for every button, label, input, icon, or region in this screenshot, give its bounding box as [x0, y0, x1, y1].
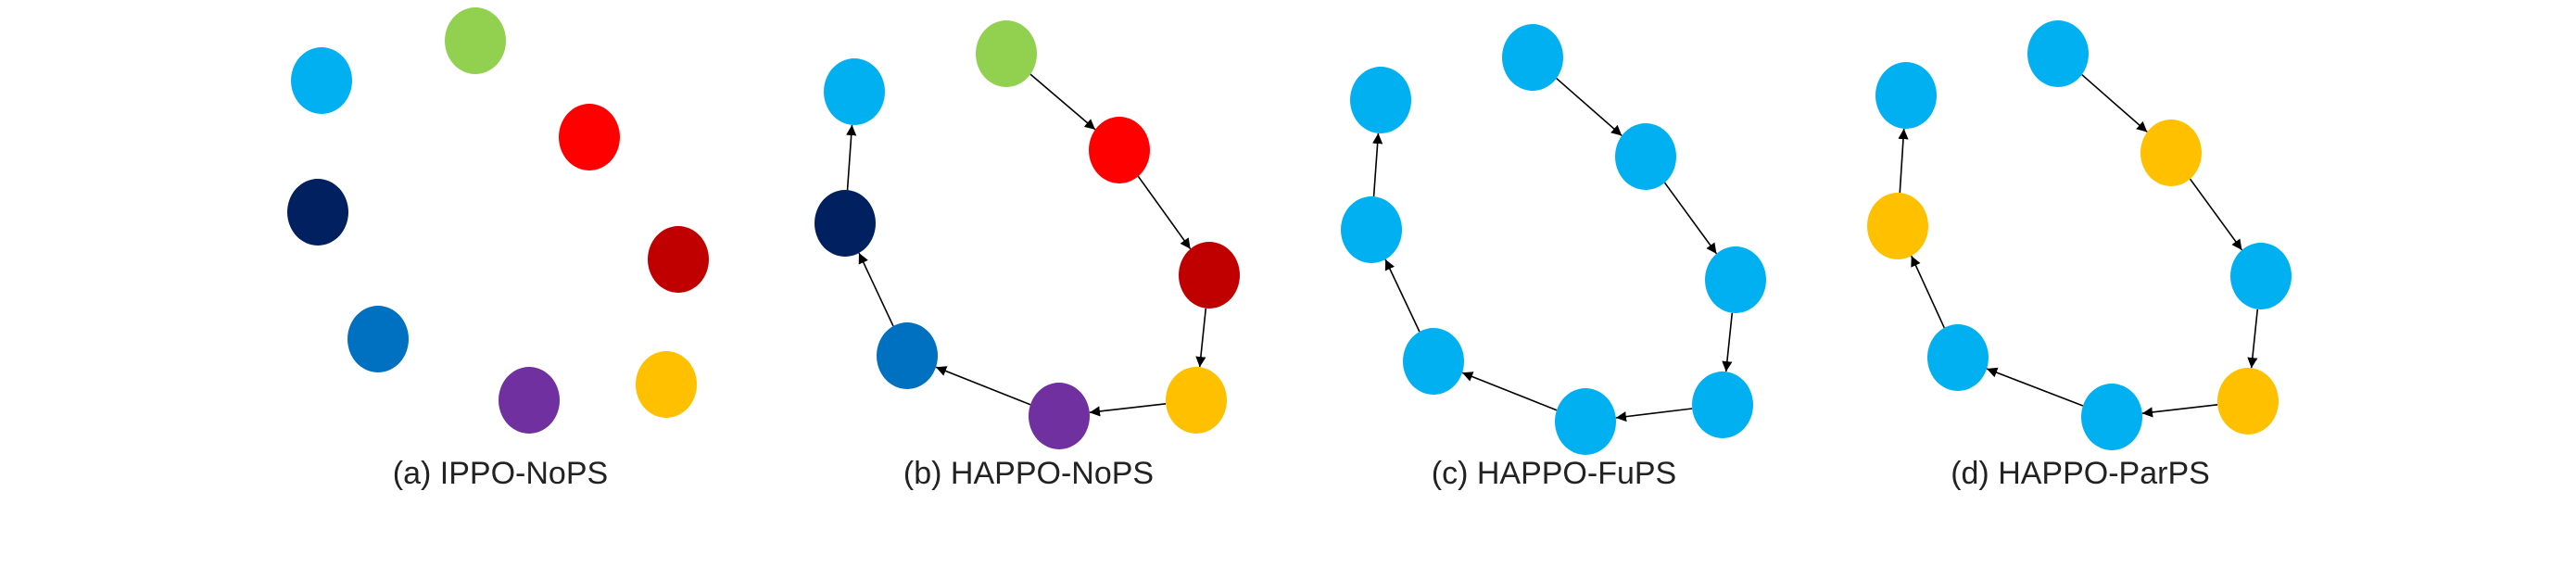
- edge-arrow: [1663, 182, 1718, 255]
- agent-node: [2027, 20, 2089, 87]
- panel-a: [287, 7, 709, 434]
- agent-node: [445, 7, 506, 74]
- edge-arrow: [1384, 258, 1421, 333]
- agent-node: [2217, 368, 2279, 435]
- edge-arrow: [2189, 178, 2243, 251]
- edge-arrow: [2247, 309, 2259, 369]
- agent-node: [1341, 196, 1402, 263]
- agent-node: [1029, 383, 1090, 449]
- edge-arrow: [1986, 367, 2084, 407]
- edge-arrow: [1898, 128, 1909, 194]
- agent-node: [1350, 67, 1411, 133]
- panel-c: [1341, 24, 1766, 455]
- edge-arrow: [2141, 404, 2218, 418]
- caption-panel-d: (d) HAPPO-ParPS: [1951, 456, 2210, 491]
- agent-node: [559, 104, 620, 170]
- edge-arrow: [1722, 312, 1734, 372]
- agent-node: [824, 58, 885, 125]
- agent-node: [347, 306, 409, 372]
- agent-node: [499, 367, 560, 434]
- edge-arrow: [858, 252, 894, 327]
- agent-node: [1502, 24, 1563, 91]
- caption-panel-c: (c) HAPPO-FuPS: [1432, 456, 1676, 491]
- agent-node: [1692, 372, 1753, 438]
- agent-node: [1166, 367, 1227, 434]
- edge-arrow: [1029, 73, 1096, 131]
- agent-node: [1867, 193, 1928, 259]
- agent-node: [2081, 384, 2142, 450]
- edge-arrow: [846, 124, 857, 191]
- agent-node: [1403, 328, 1464, 395]
- caption-panel-b: (b) HAPPO-NoPS: [903, 456, 1154, 491]
- edge-arrow: [1137, 175, 1192, 250]
- agent-node: [1615, 123, 1676, 190]
- edge-arrow: [2081, 73, 2148, 133]
- agent-node: [877, 322, 938, 389]
- agent-node: [1089, 117, 1150, 183]
- agent-node: [1875, 62, 1937, 129]
- agent-node: [1555, 388, 1616, 455]
- agent-node: [287, 179, 348, 246]
- agent-node: [648, 226, 709, 293]
- edge-arrow: [1556, 77, 1623, 137]
- agent-node: [291, 47, 352, 114]
- panel-b: [814, 20, 1240, 449]
- agent-node: [814, 190, 876, 257]
- edge-arrow: [935, 366, 1031, 406]
- agent-node: [636, 351, 697, 418]
- edge-arrow: [1911, 255, 1945, 329]
- edge-arrow: [1461, 372, 1558, 411]
- agent-node: [1927, 324, 1989, 391]
- edge-arrow: [1615, 408, 1693, 422]
- agent-node: [2230, 243, 2292, 309]
- edge-arrow: [1195, 308, 1207, 368]
- agent-node: [1705, 246, 1766, 313]
- agent-node: [2140, 120, 2202, 186]
- edge-arrow: [1089, 402, 1167, 417]
- caption-panel-a: (a) IPPO-NoPS: [393, 456, 608, 491]
- edge-arrow: [1372, 132, 1383, 197]
- agent-node: [1179, 242, 1240, 309]
- panel-d: [1867, 20, 2292, 450]
- agent-node: [976, 20, 1037, 87]
